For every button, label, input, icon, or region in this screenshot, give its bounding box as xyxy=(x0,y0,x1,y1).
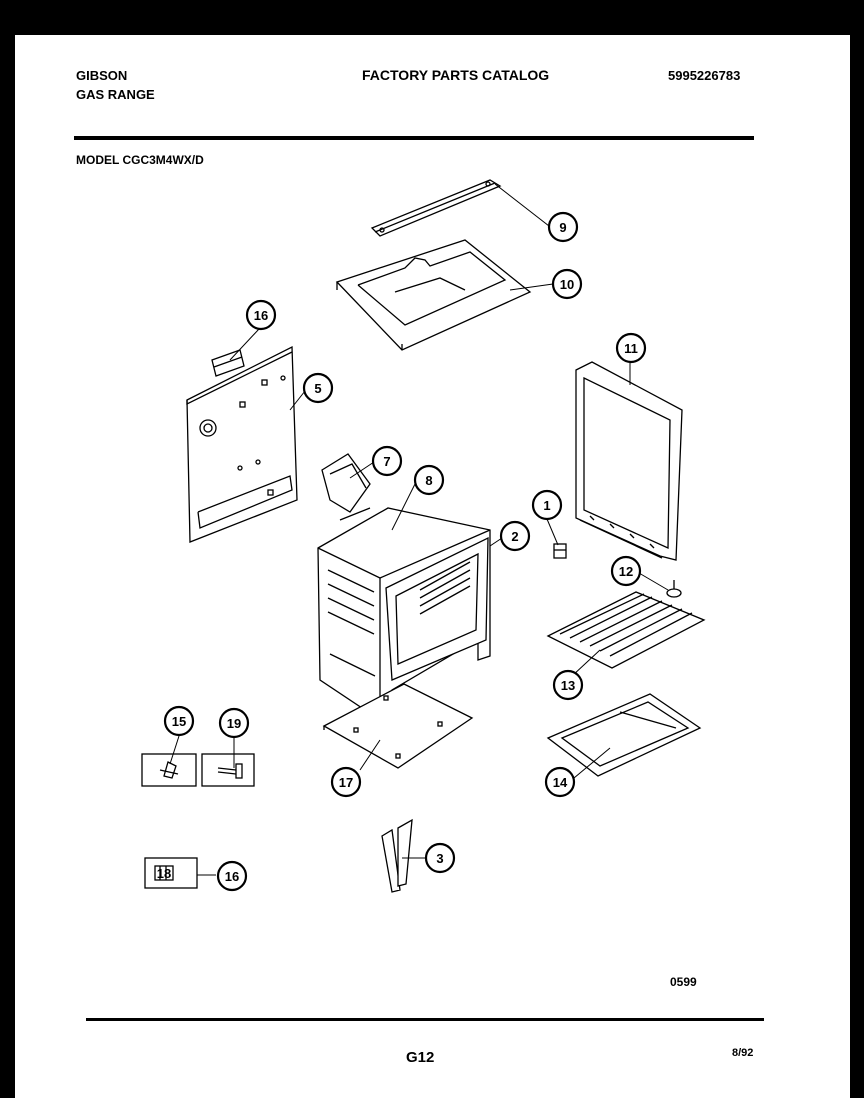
svg-text:14: 14 xyxy=(553,775,568,790)
svg-text:8: 8 xyxy=(425,473,432,488)
svg-text:10: 10 xyxy=(560,277,574,292)
callout-1: 1 xyxy=(531,489,563,521)
svg-text:11: 11 xyxy=(624,341,638,356)
svg-text:16: 16 xyxy=(254,308,268,323)
part-16-upper-block xyxy=(211,349,245,377)
callout-9: 9 xyxy=(547,211,579,243)
page-title: FACTORY PARTS CATALOG xyxy=(362,67,550,83)
svg-text:9: 9 xyxy=(559,220,566,235)
svg-text:7: 7 xyxy=(383,454,390,469)
callout-16-lower: 16 xyxy=(216,860,248,892)
callout-18: 18 xyxy=(157,866,171,881)
svg-text:18: 18 xyxy=(157,866,171,881)
part-19-screw xyxy=(201,753,255,787)
svg-text:17: 17 xyxy=(339,775,353,790)
part-14-broiler-pan xyxy=(546,693,702,777)
part-1-knob xyxy=(553,543,567,559)
callout-17: 17 xyxy=(330,766,362,798)
part-17-bottom-panel xyxy=(322,683,474,769)
svg-text:2: 2 xyxy=(511,529,518,544)
svg-text:16: 16 xyxy=(225,869,239,884)
part-15-clip xyxy=(141,753,197,787)
diagram-code: 0599 xyxy=(670,975,697,989)
svg-text:15: 15 xyxy=(172,714,186,729)
page-number: G12 xyxy=(406,1049,435,1066)
svg-text:3: 3 xyxy=(436,851,443,866)
callout-7: 7 xyxy=(371,445,403,477)
part-11-door-frame xyxy=(575,361,683,561)
part-18-clip xyxy=(144,857,198,889)
callout-13: 13 xyxy=(552,669,584,701)
model-number: MODEL CGC3M4WX/D xyxy=(76,153,204,167)
product-name: GAS RANGE xyxy=(76,87,155,102)
svg-text:19: 19 xyxy=(227,716,241,731)
header-divider xyxy=(74,136,754,140)
callout-11: 11 xyxy=(615,332,647,364)
callout-14: 14 xyxy=(544,766,576,798)
callout-12: 12 xyxy=(610,555,642,587)
callout-15: 15 xyxy=(163,705,195,737)
part-5-side-panel xyxy=(186,345,298,543)
part-callouts: 1 2 3 5 7 8 9 10 11 12 13 14 15 16 16 17… xyxy=(157,211,647,892)
callout-8: 8 xyxy=(413,464,445,496)
part-10-top-panel xyxy=(335,239,532,351)
part-13-oven-rack xyxy=(546,591,706,669)
callout-10: 10 xyxy=(551,268,583,300)
catalog-number: 5995226783 xyxy=(668,68,741,83)
part-12-foot xyxy=(666,580,682,598)
callout-19: 19 xyxy=(218,707,250,739)
brand-name: GIBSON xyxy=(76,68,128,83)
callout-3: 3 xyxy=(424,842,456,874)
callout-5: 5 xyxy=(302,372,334,404)
leader-lines xyxy=(169,183,669,876)
part-9-top-rail xyxy=(370,179,502,237)
svg-text:5: 5 xyxy=(314,381,321,396)
svg-text:1: 1 xyxy=(543,498,550,513)
callout-16-upper: 16 xyxy=(245,299,277,331)
footer-divider xyxy=(86,1018,764,1021)
part-7-burner-box xyxy=(321,453,371,521)
svg-text:13: 13 xyxy=(561,678,575,693)
revision-date: 8/92 xyxy=(732,1047,754,1059)
callout-2: 2 xyxy=(499,520,531,552)
svg-text:12: 12 xyxy=(619,564,633,579)
part-3-bracket xyxy=(381,818,413,893)
